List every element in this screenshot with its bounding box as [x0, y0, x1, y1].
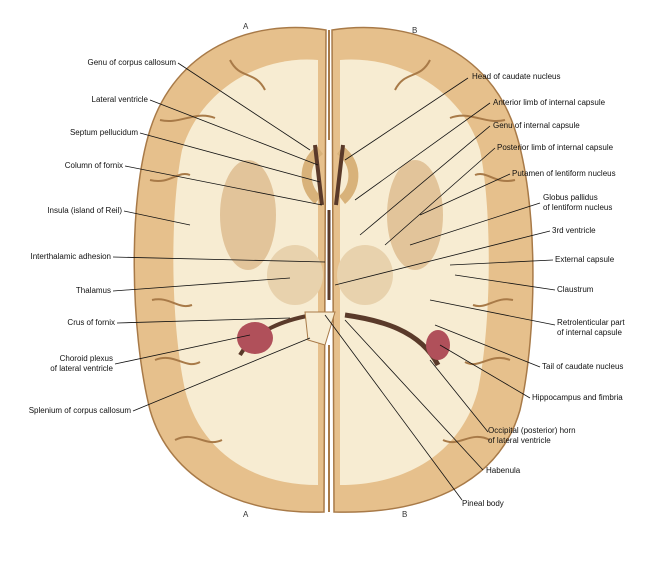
- choroid-plexus: [237, 322, 273, 354]
- label-genu-corpus-callosum: Genu of corpus callosum: [87, 58, 177, 67]
- label-lateral-ventricle: Lateral ventricle: [91, 95, 148, 104]
- label-head-caudate: Head of caudate nucleus: [472, 72, 561, 81]
- leader-lines: [112, 62, 556, 501]
- label-external-capsule: External capsule: [555, 255, 615, 264]
- orientation-mark: B: [402, 510, 408, 519]
- label-line: Occipital (posterior) horn: [488, 426, 576, 435]
- caudate: [336, 146, 359, 204]
- label-3rd-ventricle: 3rd ventricle: [552, 226, 596, 235]
- label-claustrum: Claustrum: [557, 285, 594, 294]
- label-habenula: Habenula: [486, 466, 521, 475]
- label-retrolenticular: Retrolenticular part of internal capsule: [557, 318, 625, 338]
- label-genu-internal-capsule: Genu of internal capsule: [493, 121, 580, 130]
- lateral-ventricles: [313, 144, 345, 206]
- putamen: [220, 160, 276, 270]
- label-line: Globus pallidus: [543, 193, 598, 202]
- label-putamen: Putamen of lentiform nucleus: [512, 169, 616, 178]
- putamen: [387, 160, 443, 270]
- label-line: of lateral ventricle: [50, 364, 113, 373]
- orientation-mark: A: [243, 22, 249, 31]
- label-occipital-horn: Occipital (posterior) horn of lateral ve…: [488, 426, 576, 446]
- label-anterior-limb: Anterior limb of internal capsule: [493, 98, 606, 107]
- label-globus-pallidus: Globus pallidus of lentiform nucleus: [543, 193, 612, 213]
- label-posterior-limb: Posterior limb of internal capsule: [497, 143, 614, 152]
- choroid-plexus: [426, 330, 450, 360]
- thalamus: [267, 245, 323, 305]
- label-interthalamic-adhesion: Interthalamic adhesion: [30, 252, 112, 261]
- label-thalamus: Thalamus: [75, 286, 111, 295]
- label-septum-pellucidum: Septum pellucidum: [69, 128, 138, 137]
- label-pineal-body: Pineal body: [462, 499, 504, 508]
- label-line: Retrolenticular part: [557, 318, 625, 327]
- sulci: [149, 30, 516, 512]
- thalamus: [337, 245, 393, 305]
- right-white-matter: [340, 59, 489, 485]
- orientation-mark: B: [412, 26, 418, 35]
- label-choroid-plexus: Choroid plexus of lateral ventricle: [50, 354, 113, 374]
- label-line: of lentiform nucleus: [543, 203, 613, 212]
- label-hippocampus: Hippocampus and fimbria: [532, 393, 623, 402]
- label-line: of lateral ventricle: [488, 436, 551, 445]
- label-splenium: Splenium of corpus callosum: [28, 406, 131, 415]
- label-column-of-fornix: Column of fornix: [64, 161, 123, 170]
- label-line: of internal capsule: [557, 328, 622, 337]
- left-white-matter: [173, 59, 318, 485]
- orientation-mark: A: [243, 510, 249, 519]
- label-tail-caudate: Tail of caudate nucleus: [542, 362, 624, 371]
- label-insula: Insula (island of Reil): [47, 206, 122, 215]
- splenium: [304, 311, 336, 346]
- label-line: Choroid plexus: [59, 354, 113, 363]
- label-crus-of-fornix: Crus of fornix: [67, 318, 115, 327]
